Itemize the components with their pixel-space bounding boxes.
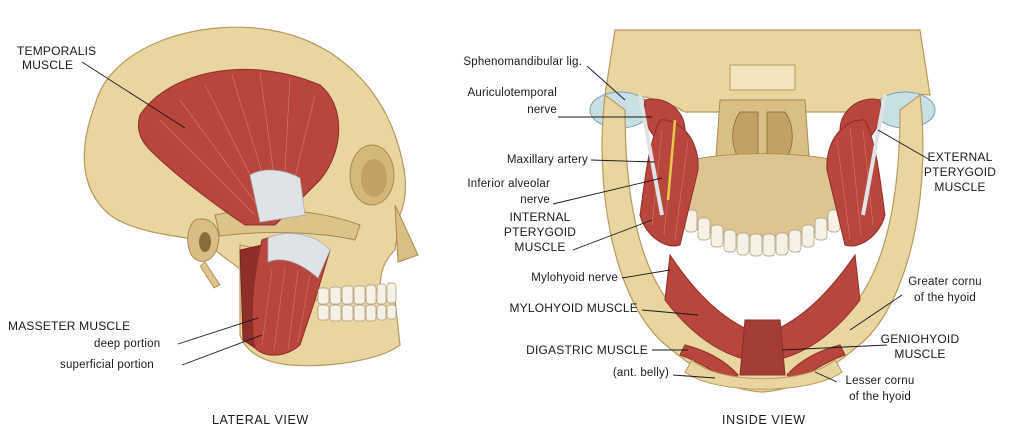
label-internal-pterygoid-2: PTERYGOID [500, 226, 580, 239]
label-ant-belly: (ant. belly) [430, 367, 669, 380]
label-deep-portion: deep portion [94, 338, 160, 351]
label-greater-cornu-1: Greater cornu [895, 276, 995, 289]
label-superficial-portion: superficial portion [60, 359, 154, 372]
lateral-view-title: LATERAL VIEW [212, 413, 309, 427]
inside-view-title: INSIDE VIEW [722, 413, 806, 427]
label-mylohyoid-muscle: MYLOHYOID MUSCLE [430, 302, 638, 315]
inside-view-panel: Sphenomandibular lig. Auriculotemporal n… [430, 0, 1015, 443]
label-greater-cornu-2: of the hyoid [895, 292, 995, 305]
label-maxillary-artery: Maxillary artery [430, 154, 588, 167]
label-external-pterygoid-2: PTERYGOID [915, 166, 1005, 179]
label-masseter: MASSETER MUSCLE [8, 320, 130, 333]
label-inferior-alveolar-2: nerve [430, 194, 550, 207]
label-inferior-alveolar-1: Inferior alveolar [430, 178, 550, 191]
label-auriculotemporal-2: nerve [430, 104, 557, 117]
geniohyoid-muscle [740, 320, 785, 375]
label-internal-pterygoid-3: MUSCLE [500, 241, 580, 254]
temporalis-tendon [250, 170, 305, 222]
label-sphenomandibular: Sphenomandibular lig. [430, 56, 582, 69]
label-digastric-muscle: DIGASTRIC MUSCLE [430, 344, 648, 357]
label-internal-pterygoid-1: INTERNAL [500, 211, 580, 224]
lower-teeth [318, 305, 396, 321]
label-lesser-cornu-1: Lesser cornu [830, 375, 930, 388]
label-temporalis-1: TEMPORALIS [17, 45, 96, 58]
label-geniohyoid-2: MUSCLE [870, 348, 970, 361]
lateral-view-panel: TEMPORALIS MUSCLE MASSETER MUSCLE deep p… [0, 0, 430, 443]
nasal-bone [395, 205, 418, 262]
label-external-pterygoid-1: EXTERNAL [915, 151, 1005, 164]
label-geniohyoid-1: GENIOHYOID [870, 333, 970, 346]
label-external-pterygoid-3: MUSCLE [915, 181, 1005, 194]
label-mylohyoid-nerve: Mylohyoid nerve [430, 272, 618, 285]
label-temporalis-2: MUSCLE [22, 59, 73, 72]
label-auriculotemporal-1: Auriculotemporal [430, 87, 557, 100]
label-lesser-cornu-2: of the hyoid [830, 391, 930, 404]
